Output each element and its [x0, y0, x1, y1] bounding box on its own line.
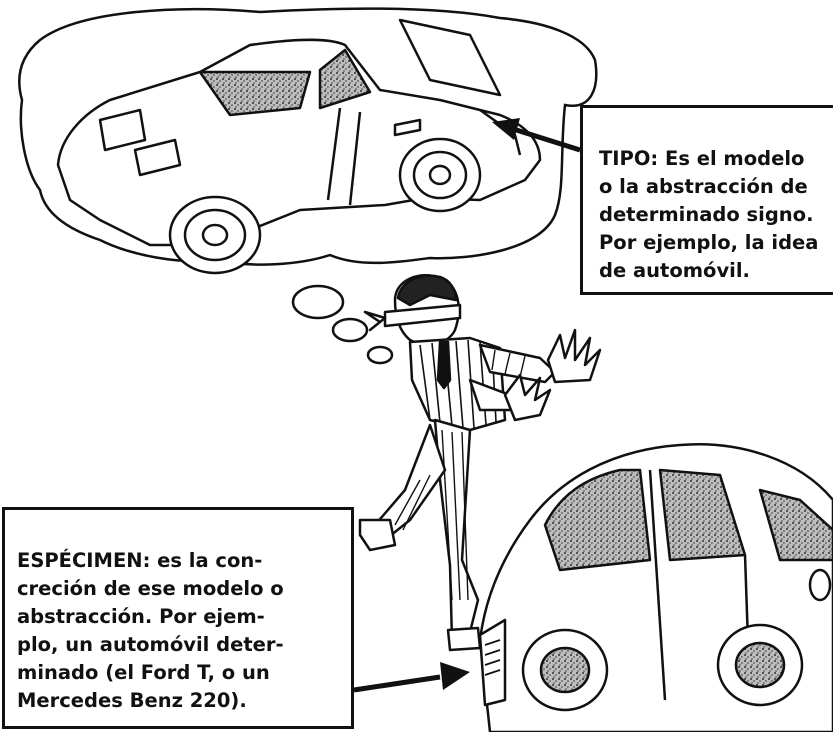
tipo-caption-text: TIPO: Es el modelo o la abstracción de d…	[599, 147, 819, 282]
blindfolded-man	[358, 273, 602, 652]
especimen-caption-text: ESPÉCIMEN: es la con- creción de ese mod…	[17, 549, 284, 712]
thought-bubble-small	[366, 345, 394, 365]
thought-bubble-large	[291, 284, 345, 320]
tipo-caption-box: TIPO: Es el modelo o la abstracción de d…	[580, 105, 833, 295]
idea-car	[56, 18, 542, 275]
tipo-arrow	[492, 118, 581, 153]
thought-bubble-medium	[331, 317, 369, 343]
especimen-caption-box: ESPÉCIMEN: es la con- creción de ese mod…	[2, 507, 354, 729]
especimen-arrow	[353, 662, 470, 693]
specimen-car	[478, 443, 833, 732]
